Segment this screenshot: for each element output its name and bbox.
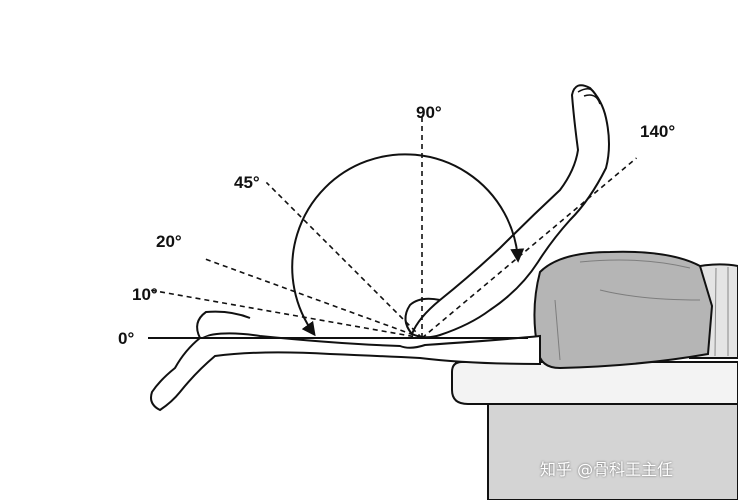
label-45-deg: 45° bbox=[234, 173, 260, 192]
label-20-deg: 20° bbox=[156, 232, 182, 251]
label-0-deg: 0° bbox=[118, 329, 134, 348]
exam-table bbox=[451, 361, 738, 500]
shorts-folds bbox=[554, 259, 701, 361]
watermark: 知乎 @骨科王主任 bbox=[540, 460, 674, 479]
resting-leg bbox=[150, 332, 541, 412]
ray-45-deg bbox=[265, 181, 423, 339]
label-10-deg: 10° bbox=[132, 285, 158, 304]
ray-20-deg bbox=[205, 258, 423, 339]
label-140-deg: 140° bbox=[640, 122, 675, 141]
raised-toes bbox=[577, 88, 601, 105]
angle-labels: 0° 10° 20° 45° 90° 140° bbox=[118, 103, 675, 348]
resting-heel bbox=[196, 310, 251, 339]
table-top bbox=[451, 361, 738, 405]
label-90-deg: 90° bbox=[416, 103, 442, 122]
shorts bbox=[533, 250, 714, 370]
table-base bbox=[487, 397, 738, 500]
rotation-arc bbox=[291, 153, 525, 337]
